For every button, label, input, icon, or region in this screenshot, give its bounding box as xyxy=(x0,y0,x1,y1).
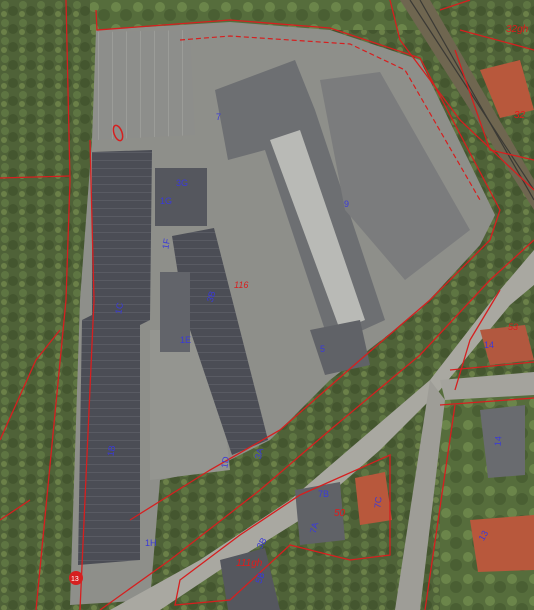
building-label[interactable]: 5 xyxy=(320,344,325,354)
parking-lot-top xyxy=(96,30,195,140)
building-label[interactable]: 7A xyxy=(308,521,321,534)
building-label[interactable]: 5B xyxy=(254,571,267,585)
rail-track-2 xyxy=(419,0,534,201)
building-complex-inner xyxy=(270,130,365,330)
building-left-long xyxy=(78,150,152,565)
building-7b-7a xyxy=(295,482,345,545)
building-3g xyxy=(155,168,207,226)
building-label[interactable]: 1F xyxy=(160,237,172,250)
building-label[interactable]: 1E xyxy=(180,335,191,345)
parcel-numbers: 32gh 32 116 50 111gh 53 xyxy=(234,24,529,569)
building-14-right xyxy=(480,405,525,478)
parcel-number[interactable]: 32 xyxy=(514,110,526,121)
marker-oval[interactable] xyxy=(112,124,125,142)
building-label[interactable]: 1D xyxy=(219,455,231,469)
building-labels: 7 9 3G 1G 1F 3B 1C 1E 5 1B 1D 3A 1H 14 1… xyxy=(105,112,503,585)
building-top-right xyxy=(480,60,534,118)
building-5 xyxy=(310,320,370,375)
building-label[interactable]: 7B xyxy=(318,489,329,499)
parcel-number[interactable]: 50 xyxy=(334,508,346,519)
badge-circle xyxy=(69,571,83,585)
building-9 xyxy=(320,72,470,280)
building-label[interactable]: 3A xyxy=(253,447,266,460)
parcel-number[interactable]: 53 xyxy=(508,322,518,332)
building-label[interactable]: 14 xyxy=(484,340,494,350)
building-label[interactable]: 1B xyxy=(105,444,117,457)
parcel-number[interactable]: 116 xyxy=(234,280,248,290)
building-label[interactable]: 1H xyxy=(145,538,157,548)
building-label[interactable]: 3B xyxy=(255,536,269,551)
building-1e xyxy=(160,272,190,352)
building-label[interactable]: 3G xyxy=(176,178,188,188)
building-label[interactable]: 7 xyxy=(216,112,221,122)
building-label[interactable]: 7C xyxy=(373,496,384,509)
building-label[interactable]: 14 xyxy=(493,436,504,447)
building-5b xyxy=(220,548,280,610)
building-3b xyxy=(172,228,268,455)
parcel-number[interactable]: 32gh xyxy=(506,24,529,35)
rail-track-1 xyxy=(409,0,534,191)
building-label[interactable]: 1C xyxy=(113,301,125,315)
parcel-badge[interactable]: 13 xyxy=(69,571,83,585)
building-label[interactable]: 13 xyxy=(477,529,491,543)
road-right-lower xyxy=(395,380,445,610)
building-label[interactable]: 3B xyxy=(205,290,218,303)
building-14-top xyxy=(480,325,534,365)
side-road xyxy=(440,372,534,400)
building-label[interactable]: 9 xyxy=(344,199,349,209)
parcel-number[interactable]: 111gh xyxy=(236,558,263,569)
building-7c xyxy=(355,472,392,525)
building-bottom-right xyxy=(470,515,534,572)
building-label[interactable]: 1G xyxy=(160,196,172,206)
badge-label: 13 xyxy=(71,576,79,583)
